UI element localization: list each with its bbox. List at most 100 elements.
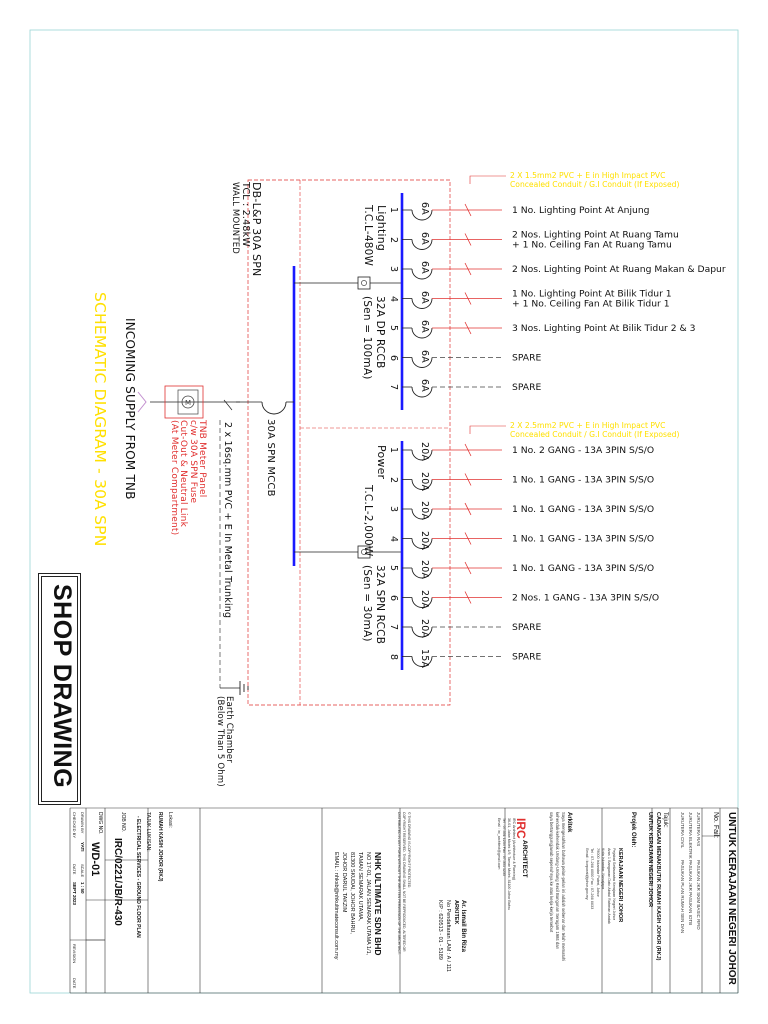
lighting-rccb-symbol (357, 276, 371, 290)
power-tcl: T.C.L-2,000W (362, 485, 374, 557)
circuit-description: 1 No. Lighting Point At Anjung (512, 205, 650, 216)
mcb-symbol (411, 597, 433, 608)
circuit-rating: 6A (419, 379, 430, 392)
circuit-rating: 20A (419, 471, 430, 491)
cable-tick (464, 561, 472, 575)
circuit-rating: 20A (419, 560, 430, 580)
circuit-rating: 20A (419, 589, 430, 609)
lighting-cable-note: 2 X 1.5mm2 PVC + E in High Impact PVC (510, 171, 665, 180)
circuit-description: 1 No. Lighting Point At Bilik Tidur 1 (512, 289, 672, 300)
circuit-number: 4 (388, 295, 399, 302)
cable-tick (464, 233, 472, 246)
circuit-description: 1 No. 2 GANG - 13A 3PIN S/S/O (512, 445, 654, 456)
circuit-description: 2 Nos. Lighting Point At Ruang Makan & D… (512, 264, 726, 275)
mcb-symbol (411, 386, 433, 398)
circuit-description: 1 No. 1 GANG - 13A 3PIN S/S/O (512, 534, 654, 545)
circuit-rating: 20A (419, 501, 430, 521)
power-cable-note: 2 X 2.5mm2 PVC + E in High Impact PVC (510, 421, 665, 430)
circuit-rating: 15A (419, 648, 430, 668)
circuit-number: 3 (388, 506, 399, 513)
cable-tick (464, 321, 472, 335)
power-rccb-label: 32A SPN RCCB (374, 565, 386, 645)
cable-tick (464, 262, 472, 276)
lighting-label: Lighting (375, 205, 388, 252)
title-block-panel (70, 808, 738, 993)
meter-glyph: M (185, 399, 191, 407)
circuit-rating: 6A (419, 231, 430, 245)
earth-label: Earth Chamber (224, 696, 234, 764)
circuit-rating: 20A (419, 530, 430, 550)
power-rccb-coil (361, 549, 367, 555)
circuit-description: 2 Nos. Lighting Point At Ruang Tamu (512, 230, 679, 241)
circuit-number: 4 (388, 535, 399, 542)
circuit-description: 2 Nos. 1 GANG - 13A 3PIN S/S/O (512, 593, 659, 604)
circuit-description: SPARE (512, 652, 541, 663)
circuit-number: 2 (388, 476, 399, 483)
circuit-rating: 6A (419, 320, 430, 333)
lighting-tcl: T.C.L-480W (362, 205, 374, 267)
mcb-symbol (411, 538, 433, 549)
circuit-number: 3 (388, 266, 399, 273)
meter-label: c/w 30A SPN Fuse (187, 420, 198, 504)
circuit-description: 1 No. 1 GANG - 13A 3PIN S/S/O (512, 563, 654, 574)
circuit-rating: 20A (419, 619, 430, 639)
circuit-rating: 6A (419, 290, 430, 304)
mcb-symbol (411, 479, 433, 490)
cable-tick (464, 532, 472, 545)
power-label: Power (375, 445, 388, 480)
meter-panel-box (164, 385, 204, 419)
mcb-symbol (411, 268, 433, 280)
board-tcl: TCL : 2.48kW (240, 182, 251, 247)
shop-drawing-stamp: SHOP DRAWING (38, 573, 81, 805)
circuit-number: 5 (388, 565, 399, 572)
cable-tick (464, 203, 472, 217)
meter-icon (181, 395, 195, 409)
cable-tick (464, 502, 472, 516)
meter-label: TNB Meter Panel (197, 420, 207, 498)
circuit-description: + 1 No. Ceiling Fan At Bilik Tidur 1 (512, 299, 670, 310)
lighting-rccb-label: (Sen = 100mA) (361, 296, 373, 380)
circuit-rating: 20A (419, 442, 430, 462)
circuit-rating: 6A (419, 349, 430, 363)
circuit-number: 7 (388, 384, 399, 391)
circuit-description: 1 No. 1 GANG - 13A 3PIN S/S/O (512, 504, 654, 515)
circuit-number: 1 (388, 447, 399, 454)
mcb-symbol (411, 449, 433, 461)
db-enclosure (247, 179, 451, 706)
diagram-title: SCHEMATIC DIAGRAM - 30A SPN (91, 292, 109, 547)
power-rccb-label: (Sen = 30mA) (361, 565, 373, 642)
circuit-description: SPARE (512, 353, 541, 364)
mcb-symbol (411, 298, 433, 309)
circuit-description: SPARE (512, 622, 541, 633)
shop-drawing-text: SHOP DRAWING (48, 584, 76, 789)
mcb-symbol (411, 656, 433, 667)
circuit-rating: 6A (419, 202, 430, 215)
meter-label: Cut-Out & Neutral Link (178, 420, 188, 527)
mcb-symbol (411, 357, 433, 368)
lighting-rccb-label: 32A DP RCCB (374, 296, 386, 369)
circuit-rating: 6A (419, 261, 430, 274)
mcb-symbol (411, 567, 433, 579)
incoming-arrow (137, 391, 147, 413)
mcb-symbol (411, 327, 433, 339)
mcb-symbol (411, 209, 433, 221)
earth-label: (Below Than 5 Ohm) (215, 696, 225, 787)
circuit-number: 7 (388, 624, 399, 631)
circuit-number: 8 (388, 653, 399, 660)
meter-box (177, 389, 199, 415)
circuit-description: + 1 No. Ceiling Fan At Ruang Tamu (512, 240, 672, 251)
meter-label: (At Meter Compartment) (168, 420, 179, 536)
mcb-symbol (411, 626, 433, 638)
cable-tick (464, 292, 472, 305)
incoming-cable-label: 2 x 16sq.mm PVC + E In Metal Trunking (222, 422, 233, 619)
mccb-label: 30A SPN MCCB (265, 419, 276, 497)
incoming-supply-label: INCOMING SUPPLY FROM TNB (123, 318, 137, 500)
board-mount: WALL MOUNTED (230, 182, 240, 255)
lighting-cable-note: Concealed Conduit / G.I Conduit (If Expo… (510, 180, 679, 189)
power-cable-note: Concealed Conduit / G.I Conduit (If Expo… (510, 430, 679, 439)
circuit-number: 6 (388, 354, 399, 361)
circuit-number: 6 (388, 594, 399, 601)
mccb-arc (261, 401, 287, 415)
